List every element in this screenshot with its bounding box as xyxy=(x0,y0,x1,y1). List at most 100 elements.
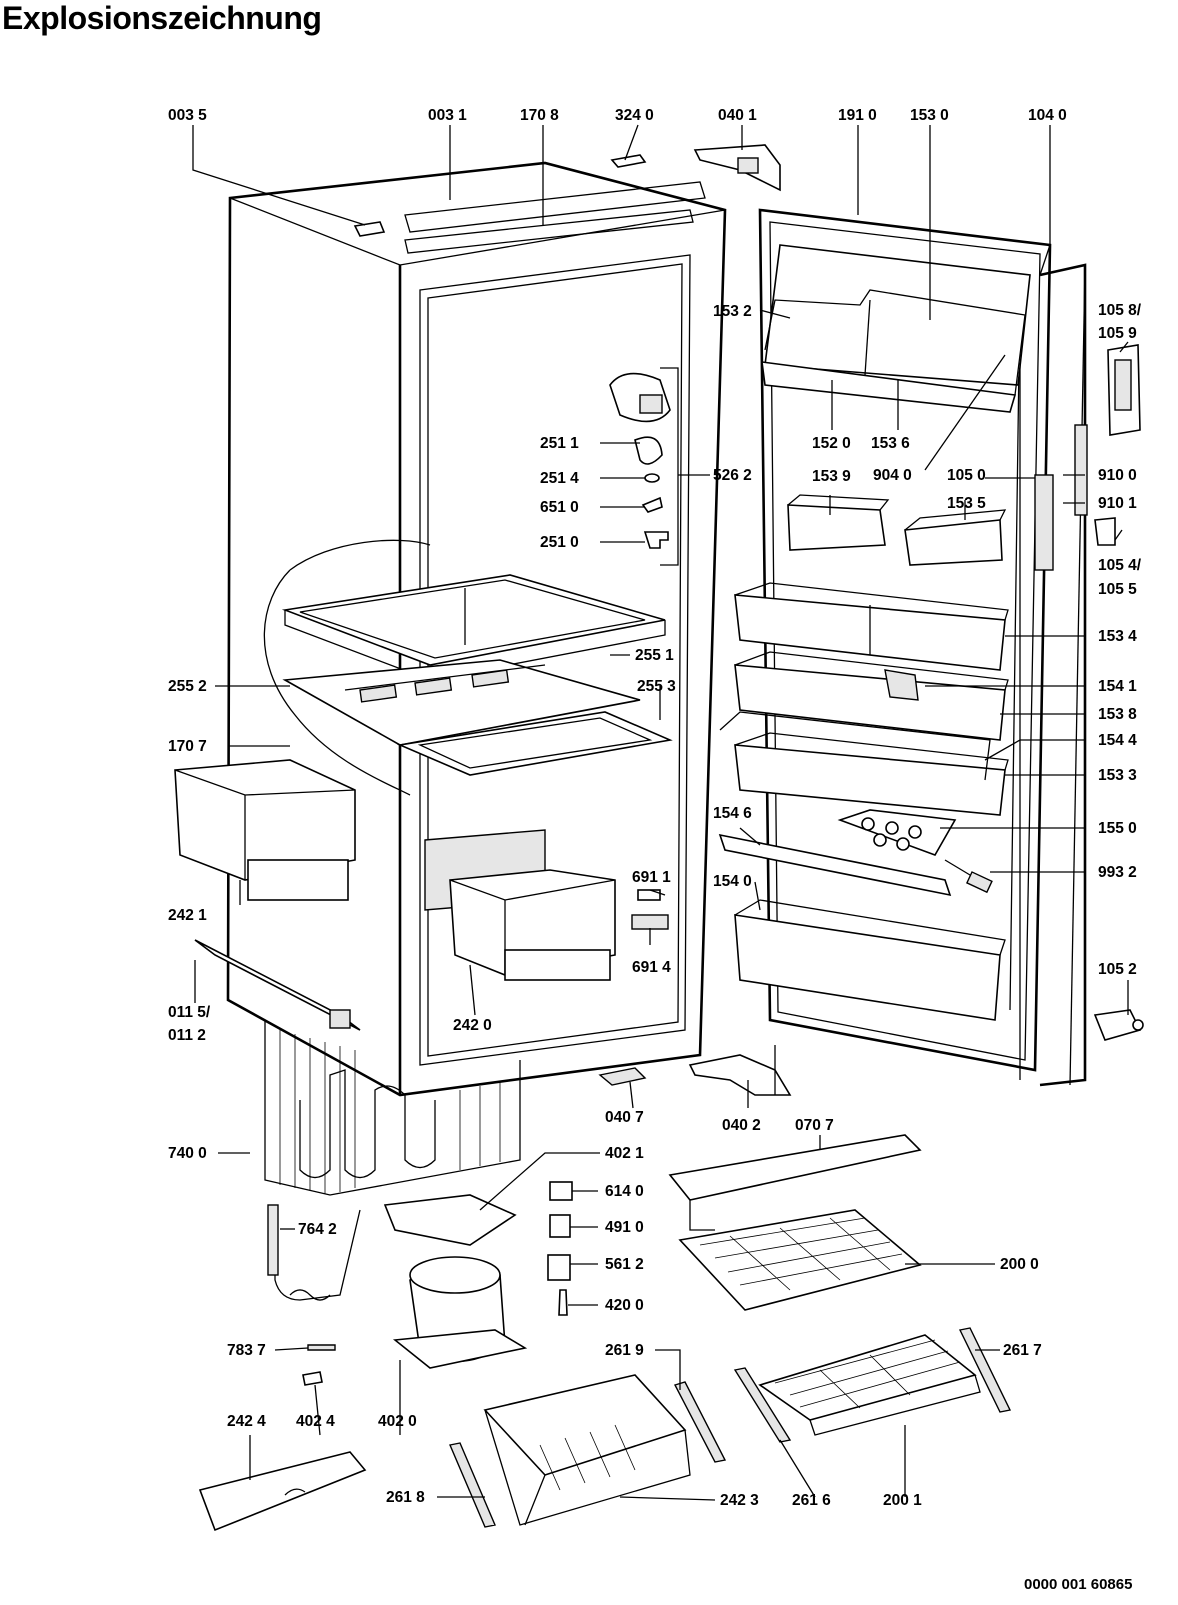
part-label: 191 0 xyxy=(838,107,877,124)
part-label: 255 1 xyxy=(635,647,674,664)
part-label: 561 2 xyxy=(605,1256,644,1273)
part-label: 011 2 xyxy=(168,1027,206,1044)
part-label: 154 4 xyxy=(1098,732,1137,749)
part-label: 910 0 xyxy=(1098,467,1137,484)
door-shelf-153-4 xyxy=(734,582,1009,671)
part-label: 105 0 xyxy=(947,467,986,484)
compressor xyxy=(392,1256,528,1369)
part-label: 105 5 xyxy=(1098,581,1137,598)
rails-lower xyxy=(449,1327,1012,1528)
cable-993-2 xyxy=(944,859,993,894)
part-label: 261 8 xyxy=(386,1489,425,1506)
part-label: 251 0 xyxy=(540,534,579,551)
door-hinge-105-2 xyxy=(1093,1009,1144,1041)
part-label: 526 2 xyxy=(713,467,752,484)
door-shelf-153-8 xyxy=(734,651,1009,741)
part-label: 040 2 xyxy=(722,1117,761,1134)
part-label: 904 0 xyxy=(873,467,912,484)
part-label: 154 1 xyxy=(1098,678,1137,695)
shelf-holder-frame xyxy=(282,659,641,746)
part-label: 324 0 xyxy=(615,107,654,124)
part-label: 040 7 xyxy=(605,1109,644,1126)
part-label: 402 0 xyxy=(378,1413,417,1430)
grille-200-0 xyxy=(678,1209,922,1311)
part-label: 614 0 xyxy=(605,1183,644,1200)
hinge-bottom xyxy=(688,1045,792,1096)
door-handle-strip xyxy=(1074,424,1088,516)
drip-tray-402-1 xyxy=(383,1194,517,1246)
part-label: 104 0 xyxy=(1028,107,1067,124)
hinge-top xyxy=(693,144,781,192)
part-label: 170 7 xyxy=(168,738,207,755)
leader-lines xyxy=(192,124,1129,1501)
part-label: 105 8/ xyxy=(1098,302,1142,319)
part-label: 261 6 xyxy=(792,1492,831,1509)
door-rail-154-6 xyxy=(718,833,952,897)
capillary-tube xyxy=(267,1204,361,1301)
part-label: 242 1 xyxy=(168,907,207,924)
part-label: 242 4 xyxy=(227,1413,266,1430)
part-label: 402 1 xyxy=(605,1145,644,1162)
drawer-cover-242-4 xyxy=(198,1451,367,1532)
document-number: 0000 001 60865 xyxy=(1024,1576,1133,1593)
part-label: 261 7 xyxy=(1003,1342,1042,1359)
part-label: 105 9 xyxy=(1098,325,1137,342)
thermostat-assembly xyxy=(609,367,679,566)
part-label: 651 0 xyxy=(540,499,579,516)
clip-324-0 xyxy=(610,154,647,168)
part-label: 153 8 xyxy=(1098,706,1137,723)
part-label: 153 2 xyxy=(713,303,752,320)
door-rod-105-0 xyxy=(1034,474,1054,571)
part-label: 153 6 xyxy=(871,435,910,452)
part-label: 155 0 xyxy=(1098,820,1137,837)
part-label: 255 3 xyxy=(637,678,676,695)
part-label: 070 7 xyxy=(795,1117,834,1134)
glass-shelf-lower xyxy=(397,711,673,776)
part-label: 152 0 xyxy=(812,435,851,452)
drawer-242-0 xyxy=(424,829,616,981)
part-label: 420 0 xyxy=(605,1297,644,1314)
part-label: 154 6 xyxy=(713,805,752,822)
part-label: 251 1 xyxy=(540,435,579,452)
clip-040-7 xyxy=(598,1067,647,1086)
relay-parts xyxy=(547,1181,573,1316)
part-label: 003 5 xyxy=(168,107,207,124)
part-label: 153 5 xyxy=(947,495,986,512)
part-label: 740 0 xyxy=(168,1145,207,1162)
part-label: 003 1 xyxy=(428,107,467,124)
part-label: 170 8 xyxy=(520,107,559,124)
door-shelf-153-3 xyxy=(719,711,1009,816)
part-label: 255 2 xyxy=(168,678,207,695)
door-bracket-105-4 xyxy=(1094,517,1116,546)
part-label: 764 2 xyxy=(298,1221,337,1238)
part-labels: 003 5 003 1 170 8 324 0 040 1 191 0 153 … xyxy=(168,107,1142,1509)
part-label: 153 4 xyxy=(1098,628,1137,645)
part-label: 011 5/ xyxy=(168,1004,211,1021)
door-bracket-105-8 xyxy=(1107,344,1141,436)
part-label: 491 0 xyxy=(605,1219,644,1236)
part-label: 105 2 xyxy=(1098,961,1137,978)
part-label: 105 4/ xyxy=(1098,557,1142,574)
part-label: 242 0 xyxy=(453,1017,492,1034)
part-label: 242 3 xyxy=(720,1492,759,1509)
part-label: 153 3 xyxy=(1098,767,1137,784)
part-label: 783 7 xyxy=(227,1342,266,1359)
cover-070-7 xyxy=(668,1134,922,1231)
part-label: 040 1 xyxy=(718,107,757,124)
door-bin-154-0 xyxy=(734,899,1006,1021)
part-label: 691 1 xyxy=(632,869,671,886)
part-label: 261 9 xyxy=(605,1342,644,1359)
tray-153-9 xyxy=(787,494,890,551)
part-label: 402 4 xyxy=(296,1413,335,1430)
small-parts-783-7 xyxy=(302,1344,336,1386)
grille-200-1 xyxy=(758,1334,981,1436)
part-label: 153 0 xyxy=(910,107,949,124)
part-label: 910 1 xyxy=(1098,495,1137,512)
tray-153-5 xyxy=(904,509,1007,566)
page-title: Explosionszeichnung xyxy=(2,0,322,36)
bottom-rail xyxy=(194,939,361,1031)
part-label: 200 0 xyxy=(1000,1256,1039,1273)
light-switch xyxy=(631,889,669,930)
drawer-242-1 xyxy=(174,759,356,901)
drawer-242-3 xyxy=(483,1374,691,1526)
